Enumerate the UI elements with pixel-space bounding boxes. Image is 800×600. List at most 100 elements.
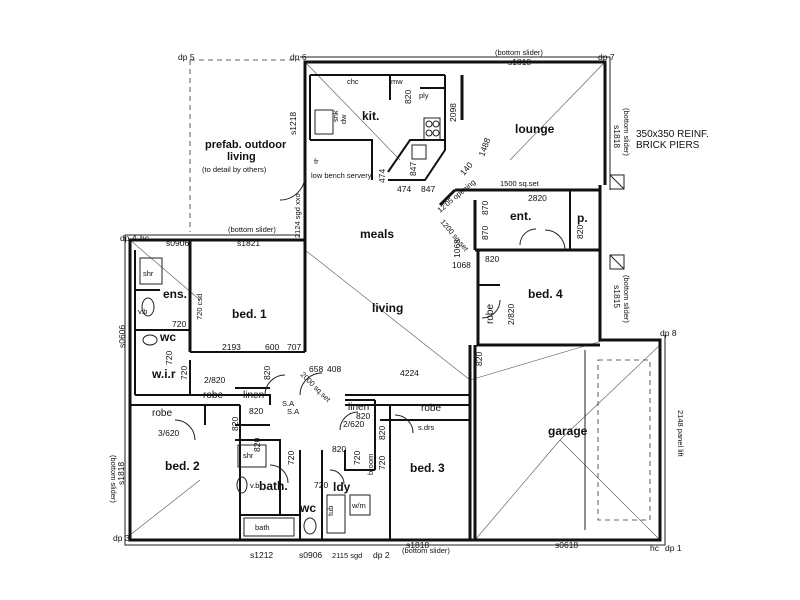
garage-door-outline (597, 359, 651, 521)
pier-note-1: 350x350 REINF. (636, 129, 709, 140)
room-wc2: wc (299, 501, 316, 515)
svg-text:870: 870 (480, 226, 490, 240)
svg-text:474: 474 (397, 184, 411, 194)
svg-text:ply: ply (419, 91, 429, 100)
svg-text:1068: 1068 (452, 260, 471, 270)
sdrs-note: s.drs (418, 423, 435, 432)
room-kit: kit. (362, 109, 379, 123)
fixtures (139, 109, 625, 537)
svg-text:2098: 2098 (448, 103, 458, 122)
svg-text:s1815: s1815 (612, 285, 622, 308)
svg-text:140: 140 (458, 160, 475, 178)
svg-text:408: 408 (327, 364, 341, 374)
sa-note-2: S.A (282, 399, 294, 408)
interior-walls (130, 74, 600, 540)
dp2-marker: dp 2 (373, 550, 390, 560)
svg-text:820: 820 (252, 438, 262, 452)
bottom-slider-bed1: (bottom slider) (228, 225, 276, 234)
svg-text:847: 847 (421, 184, 435, 194)
svg-text:s1818: s1818 (406, 540, 429, 550)
room-bed4: bed. 4 (528, 287, 563, 301)
svg-text:snk: snk (331, 110, 340, 122)
opening-note: 12'05 opening (436, 177, 478, 214)
svg-text:2/820: 2/820 (204, 375, 226, 385)
svg-text:s1818: s1818 (508, 57, 531, 67)
shower-bath (237, 444, 267, 468)
room-p: p. (577, 211, 588, 225)
panel-lift-note: 2148 panel lift (676, 410, 685, 458)
dp6-marker: dp 6 (290, 52, 307, 62)
svg-text:1068: 1068 (452, 239, 462, 258)
room-ens: ens. (163, 287, 187, 301)
fixture-labels: chc mw ply snk dw fr v.b v.b shr shr bat… (138, 77, 429, 532)
svg-text:s0618: s0618 (555, 540, 578, 550)
room-lounge: lounge (515, 122, 555, 136)
low-bench-note: low bench servery (311, 171, 372, 180)
room-broom: broom (366, 454, 375, 475)
bottom-slider-lounge: (bottom slider) (622, 108, 631, 156)
hc2-marker: hc (650, 543, 660, 553)
svg-text:720: 720 (352, 451, 362, 465)
hc1-marker: hc (140, 233, 150, 243)
dp8-marker: dp 8 (660, 328, 677, 338)
dp7-marker: dp 7 (598, 52, 615, 62)
svg-text:2/620: 2/620 (343, 419, 365, 429)
room-ldy: ldy (333, 480, 351, 494)
svg-text:prefab. outdoor: prefab. outdoor (205, 139, 287, 151)
room-living: living (372, 301, 403, 315)
outer-walls (124, 56, 666, 546)
svg-text:s1818: s1818 (116, 462, 126, 485)
svg-text:3/620: 3/620 (158, 428, 180, 438)
svg-text:s1218: s1218 (288, 112, 298, 135)
svg-text:2820: 2820 (528, 193, 547, 203)
sgd-bot-note: 2115 sgd (332, 551, 362, 560)
svg-text:820: 820 (377, 426, 387, 440)
dimension-labels: s1818 s1218 s1818 s1821 s0906 s0606 s181… (116, 57, 622, 560)
room-bath: bath. (259, 479, 288, 493)
sqset-1500: 1500 sq.set (500, 179, 540, 188)
dp1-marker: dp 1 (665, 543, 682, 553)
bottom-slider-bed4: (bottom slider) (622, 275, 631, 323)
pier-2 (609, 254, 625, 270)
cooktop-fixture (423, 117, 441, 141)
svg-text:820: 820 (485, 254, 499, 264)
svg-text:2193: 2193 (222, 342, 241, 352)
bottom-slider-bed2: (bottom slider) (109, 455, 118, 503)
svg-text:720: 720 (164, 351, 174, 365)
svg-text:820: 820 (356, 411, 370, 421)
sgd-left-note: 2124 sgd xxo (293, 193, 302, 238)
svg-text:720: 720 (286, 451, 296, 465)
room-bed2: bed. 2 (165, 459, 200, 473)
svg-text:(to detail by others): (to detail by others) (202, 165, 267, 174)
svg-text:820: 820 (575, 225, 585, 239)
svg-text:tub: tub (326, 506, 335, 516)
room-linen1: linen (243, 390, 264, 401)
svg-text:720: 720 (314, 480, 328, 490)
room-wc: wc (159, 330, 176, 344)
svg-text:bath: bath (255, 523, 270, 532)
svg-text:living: living (227, 151, 256, 163)
svg-text:1488: 1488 (476, 136, 492, 157)
svg-text:s0606: s0606 (117, 325, 127, 348)
pier-1 (609, 174, 625, 190)
svg-text:fr: fr (314, 157, 319, 166)
toilet-wc2 (303, 517, 317, 535)
bench-fixture (411, 144, 427, 160)
svg-text:shr: shr (143, 269, 154, 278)
svg-text:820: 820 (230, 417, 240, 431)
bottom-slider-top: (bottom slider) (495, 48, 543, 57)
bathtub (243, 517, 295, 537)
sa-note-1: S.A (287, 407, 299, 416)
sink-fixture (314, 109, 334, 135)
svg-text:v.b: v.b (250, 481, 259, 490)
svg-text:658: 658 (309, 364, 323, 374)
svg-text:s1821: s1821 (237, 238, 260, 248)
dp3-marker: dp 3 (113, 533, 130, 543)
svg-text:s0906: s0906 (299, 550, 322, 560)
dp5-marker: dp 5 (178, 52, 195, 62)
room-wir: w.i.r (151, 367, 176, 381)
room-bed1: bed. 1 (232, 307, 267, 321)
room-garage: garage (548, 424, 588, 438)
basin-ens (141, 297, 155, 317)
